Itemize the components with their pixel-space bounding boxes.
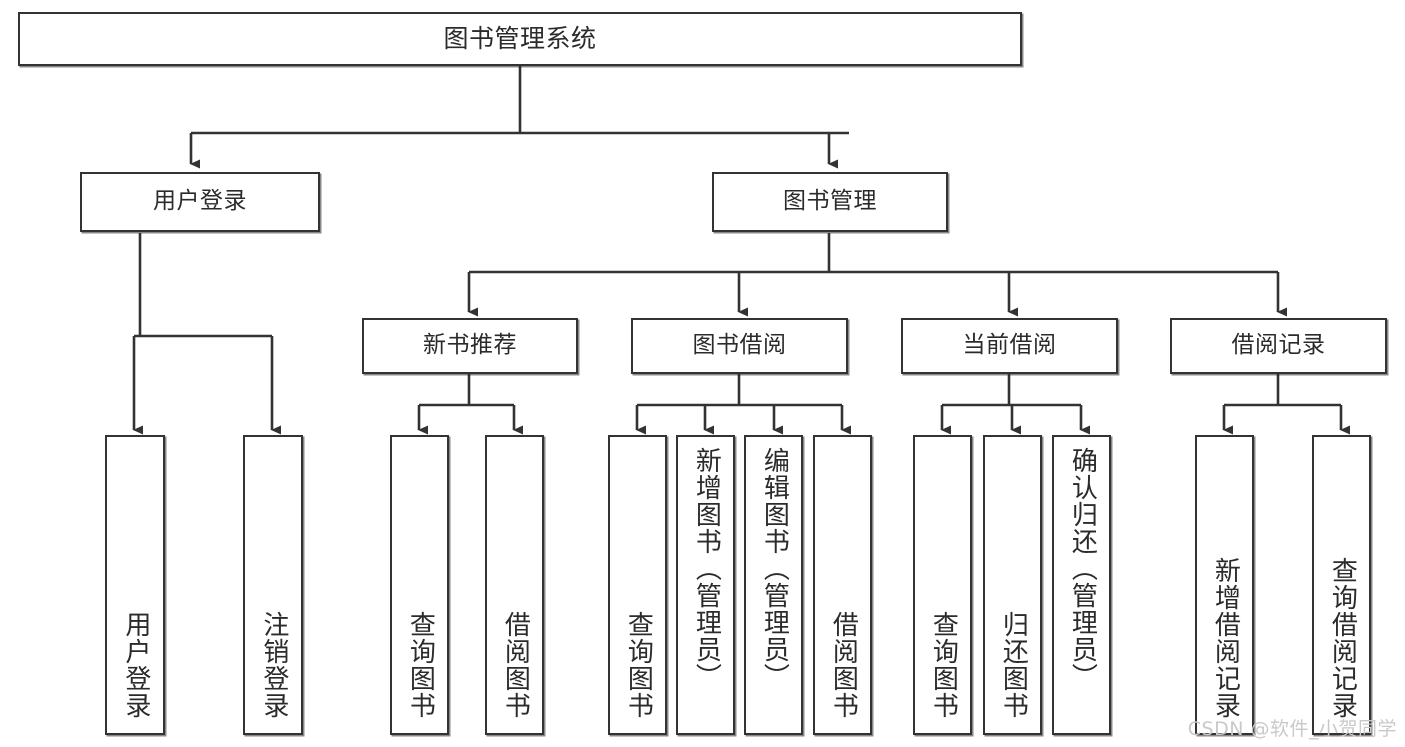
node-leaf-query-book-3-label: 查询图书 (928, 611, 959, 719)
node-leaf-add-book-admin[interactable]: 新增图书（管理员） (676, 435, 735, 735)
node-user-login[interactable]: 用户登录 (80, 172, 320, 232)
node-leaf-edit-book-admin[interactable]: 编辑图书（管理员） (744, 435, 803, 735)
node-book-borrowing-label: 图书借阅 (692, 332, 787, 359)
node-leaf-add-borrow-record-label: 新增借阅记录 (1210, 557, 1241, 719)
node-leaf-borrow-book-2-label: 借阅图书 (828, 611, 859, 719)
node-leaf-confirm-return-admin[interactable]: 确认归还（管理员） (1052, 435, 1111, 735)
node-new-book-recommendation-label: 新书推荐 (423, 332, 517, 359)
node-leaf-user-logout[interactable]: 注销登录 (243, 435, 303, 735)
node-leaf-query-book-3[interactable]: 查询图书 (913, 435, 972, 735)
node-leaf-query-borrow-record-label: 查询借阅记录 (1327, 557, 1358, 719)
node-root-label: 图书管理系统 (443, 24, 597, 54)
node-leaf-query-borrow-record[interactable]: 查询借阅记录 (1312, 435, 1371, 735)
node-leaf-user-login-label: 用户登录 (120, 611, 151, 719)
node-leaf-query-book-2[interactable]: 查询图书 (608, 435, 667, 735)
node-book-borrowing[interactable]: 图书借阅 (631, 318, 848, 374)
node-leaf-confirm-return-admin-label: 确认归还（管理员） (1067, 447, 1098, 690)
node-leaf-edit-book-admin-label: 编辑图书（管理员） (759, 447, 790, 690)
node-new-book-recommendation[interactable]: 新书推荐 (362, 318, 578, 374)
node-current-borrowing-label: 当前借阅 (962, 332, 1057, 359)
node-borrowing-record[interactable]: 借阅记录 (1170, 318, 1387, 374)
node-leaf-query-book-1[interactable]: 查询图书 (390, 435, 449, 735)
node-leaf-user-logout-label: 注销登录 (258, 611, 289, 719)
node-root-book-management-system[interactable]: 图书管理系统 (18, 12, 1022, 66)
node-book-management-label: 图书管理 (783, 188, 877, 215)
node-leaf-add-borrow-record[interactable]: 新增借阅记录 (1195, 435, 1254, 735)
node-leaf-return-book[interactable]: 归还图书 (983, 435, 1042, 735)
node-user-login-label: 用户登录 (153, 188, 247, 215)
node-leaf-add-book-admin-label: 新增图书（管理员） (691, 447, 722, 690)
node-book-management[interactable]: 图书管理 (712, 172, 948, 232)
node-leaf-query-book-1-label: 查询图书 (405, 611, 436, 719)
node-borrowing-record-label: 借阅记录 (1231, 332, 1326, 359)
node-leaf-return-book-label: 归还图书 (998, 611, 1029, 719)
node-leaf-borrow-book-1-label: 借阅图书 (500, 611, 531, 719)
node-leaf-query-book-2-label: 查询图书 (623, 611, 654, 719)
node-leaf-borrow-book-2[interactable]: 借阅图书 (813, 435, 872, 735)
node-leaf-borrow-book-1[interactable]: 借阅图书 (485, 435, 544, 735)
node-current-borrowing[interactable]: 当前借阅 (901, 318, 1118, 374)
node-leaf-user-login[interactable]: 用户登录 (105, 435, 165, 735)
